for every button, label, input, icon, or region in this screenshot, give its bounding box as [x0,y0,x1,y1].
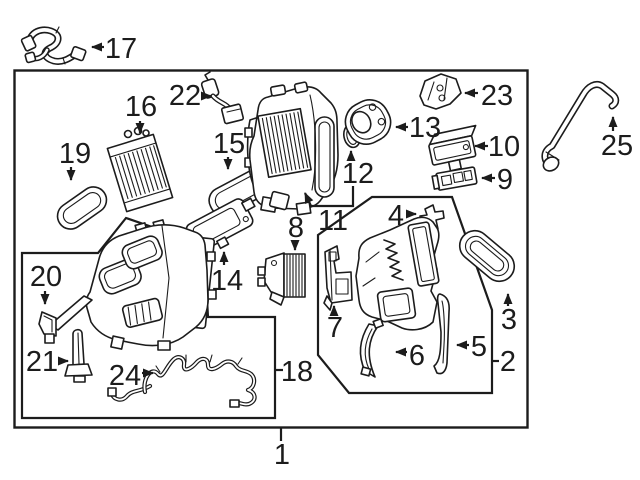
callout-16: 16 [125,91,157,123]
callout-7: 7 [327,312,343,344]
callout-12: 12 [342,158,374,190]
callout-14: 14 [211,265,243,297]
leader-11-bracket [304,186,355,208]
part-8-blower-motor [257,252,306,306]
part-3-seal [458,229,516,283]
part-16-heater-core [106,126,174,213]
callout-13: 13 [409,112,441,144]
callout-21: 21 [26,346,58,378]
callout-17: 17 [105,33,137,65]
callout-22: 22 [169,80,201,112]
callout-6: 6 [409,340,425,372]
part-10-module [428,124,477,172]
part-25-pipe [541,80,620,172]
callout-1: 1 [274,439,290,471]
part-6-curved-strip [359,318,384,378]
callout-11: 11 [318,205,348,237]
part-5-blade [433,293,450,375]
callout-25: 25 [601,130,633,162]
part-22-sensor [200,71,245,125]
callout-24: 24 [109,360,141,392]
part-9-resistor [431,166,478,191]
callout-8: 8 [288,212,304,244]
callout-10: 10 [488,131,520,163]
part-23-bracket [419,73,462,110]
callout-18: 18 [281,356,313,388]
part-heater-housing [85,219,217,351]
part-case-assembly [355,216,440,331]
part-21-rod [64,328,93,383]
callout-5: 5 [471,331,487,363]
part-13-flange [344,99,392,145]
part-24-wiring-harness [107,354,257,408]
callout-20: 20 [30,261,62,293]
callout-15: 15 [213,128,245,160]
callout-4: 4 [388,200,404,232]
sub-frame-18 [20,216,277,420]
callout-2: 2 [500,346,516,378]
callout-19: 19 [59,138,91,170]
part-17-hose-assembly [20,26,87,65]
part-11-evaporator-unit [244,81,339,216]
callout-9: 9 [497,164,513,196]
part-19-seal [56,186,108,230]
part-20-lever [38,295,93,344]
sub-frame-2 [316,195,494,395]
callout-23: 23 [481,80,513,112]
main-frame [13,69,529,429]
callout-3: 3 [501,304,517,336]
